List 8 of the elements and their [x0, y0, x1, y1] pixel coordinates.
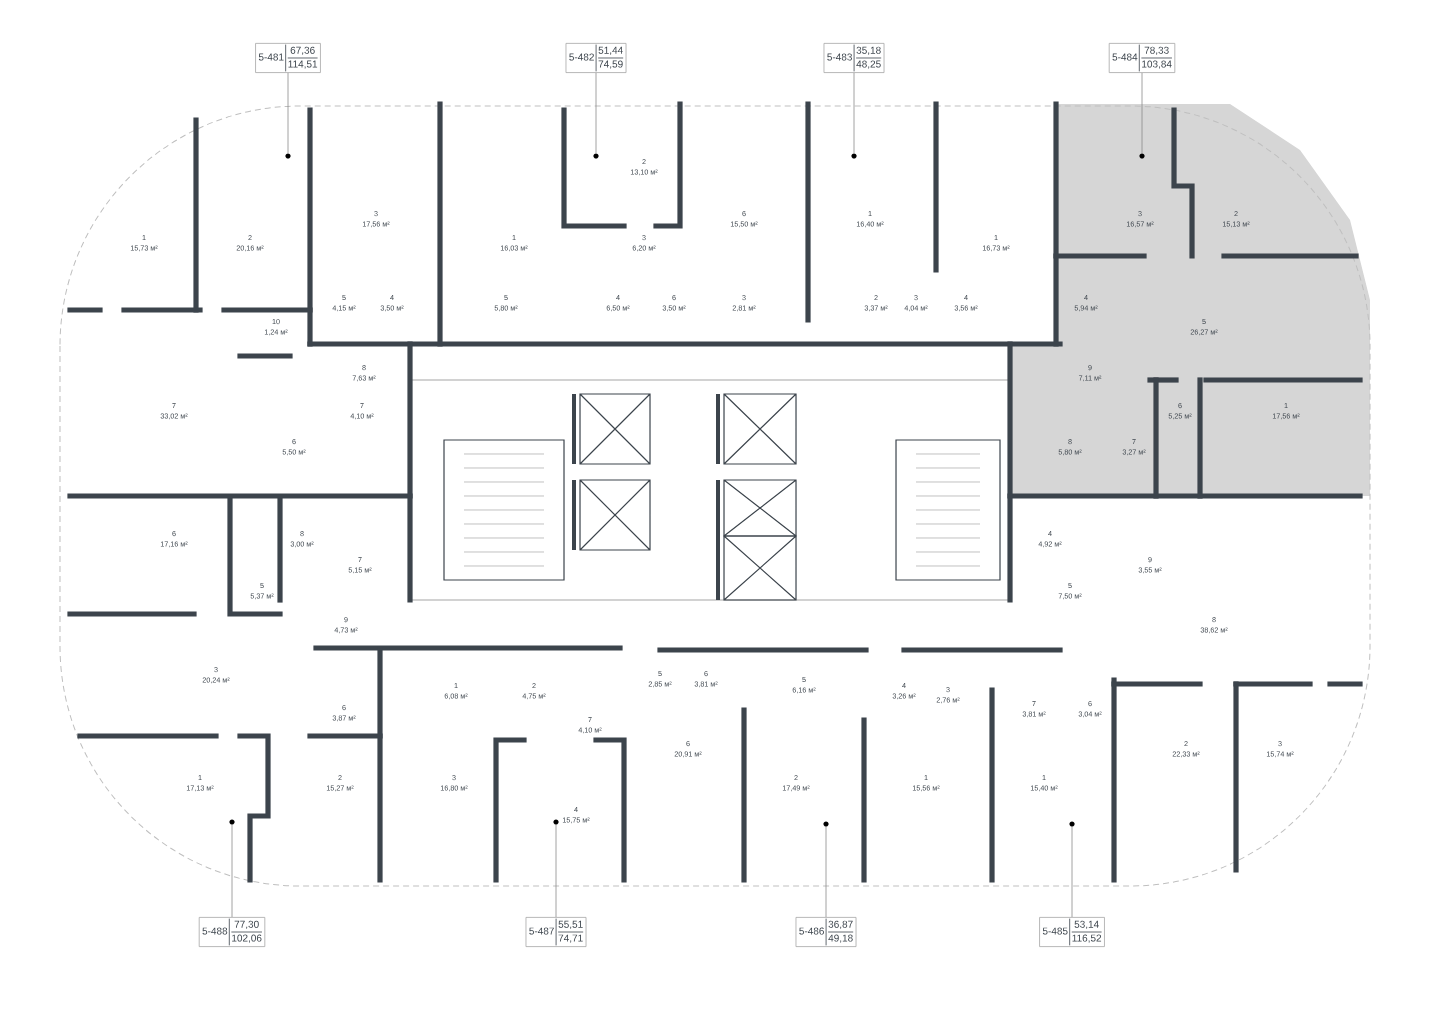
leader-line	[1141, 72, 1143, 154]
leader-line	[595, 72, 597, 154]
leader-line	[853, 72, 855, 154]
leader-line	[1071, 826, 1073, 918]
leader-line	[231, 824, 233, 918]
leader-line	[555, 824, 557, 918]
leader-line	[825, 826, 827, 918]
leader-line	[287, 72, 289, 154]
